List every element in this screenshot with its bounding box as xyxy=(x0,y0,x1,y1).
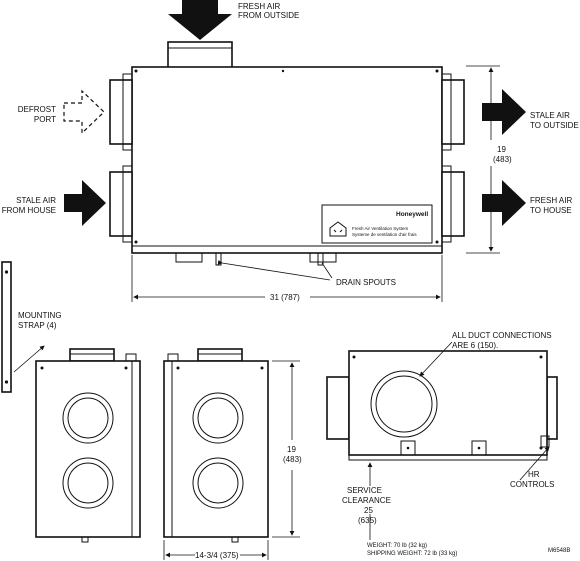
top-collar xyxy=(167,41,233,69)
house-logo-icon xyxy=(329,221,347,237)
plate-line-2: Systeme de ventilation d'air frais xyxy=(352,232,417,237)
dim-height-1: 19 xyxy=(497,145,506,154)
label-service-3: 25 xyxy=(364,506,373,515)
arrow-right-icon-outside xyxy=(482,89,526,135)
arrow-right-icon-house xyxy=(482,180,526,226)
dim-side-width: 14-3/4 (375) xyxy=(195,551,239,560)
label-duct-2: ARE 6 (150). xyxy=(452,341,498,350)
stale-to-outside-collar xyxy=(441,79,465,145)
defrost-port-collar xyxy=(109,79,133,145)
mounting-strap xyxy=(1,261,45,393)
label-shipping-weight: SHIPPING WEIGHT: 72 lb (33 kg) xyxy=(367,551,457,557)
label-fresh-house-2: TO HOUSE xyxy=(530,206,572,215)
plate-line-1: Fresh Air Ventilation System xyxy=(352,226,409,231)
arrow-down-icon xyxy=(168,0,232,40)
foot-left xyxy=(175,252,203,263)
label-defrost-2: PORT xyxy=(34,115,56,124)
label-stale-out-2: TO OUTSIDE xyxy=(530,121,579,130)
label-stale-out-1: STALE AIR xyxy=(530,111,570,120)
arrow-right-icon xyxy=(64,180,106,226)
bottom-rail xyxy=(131,245,443,254)
label-service-1: SERVICE xyxy=(347,486,382,495)
airflow-arrows xyxy=(63,0,526,226)
side-view-left xyxy=(35,348,141,543)
side-dimensions xyxy=(163,360,300,560)
label-mounting-2: STRAP (4) xyxy=(18,321,57,330)
label-defrost-1: DEFROST xyxy=(18,105,56,114)
label-hr-2: CONTROLS xyxy=(510,480,554,489)
front-view: Honeywell Fresh Air Ventilation System S… xyxy=(109,41,465,266)
label-service-2: CLEARANCE xyxy=(342,496,391,505)
label-fresh-air-outside-1: FRESH AIR xyxy=(238,2,280,11)
drain-spout-2 xyxy=(317,252,324,266)
label-weight: WEIGHT: 70 lb (32 kg) xyxy=(367,543,427,549)
drain-spout-1 xyxy=(215,252,222,266)
front-dimensions xyxy=(131,65,500,302)
plate-brand: Honeywell xyxy=(396,211,428,218)
label-stale-house-1: STALE AIR xyxy=(16,196,56,205)
fresh-to-house-collar xyxy=(441,171,465,237)
dim-height-2: (483) xyxy=(493,155,512,164)
dim-side-height-2: (483) xyxy=(283,455,302,464)
top-view xyxy=(326,341,558,540)
stale-from-house-collar xyxy=(109,171,133,237)
label-fresh-air-outside-2: FROM OUTSIDE xyxy=(238,11,299,20)
dim-width: 31 (787) xyxy=(270,293,300,302)
label-hr-1: HR xyxy=(528,470,540,479)
name-plate xyxy=(321,204,433,244)
dim-side-height-1: 19 xyxy=(287,445,296,454)
label-mounting-1: MOUNTING xyxy=(18,311,62,320)
label-drawing-id: M6548B xyxy=(548,548,570,554)
defrost-arrow-icon xyxy=(63,89,105,135)
label-stale-house-2: FROM HOUSE xyxy=(2,206,56,215)
side-view-right xyxy=(163,348,269,543)
label-drain-spouts: DRAIN SPOUTS xyxy=(336,278,396,287)
label-fresh-house-1: FRESH AIR xyxy=(530,196,572,205)
label-duct-1: ALL DUCT CONNECTIONS xyxy=(452,331,552,340)
label-service-4: (635) xyxy=(358,516,377,525)
